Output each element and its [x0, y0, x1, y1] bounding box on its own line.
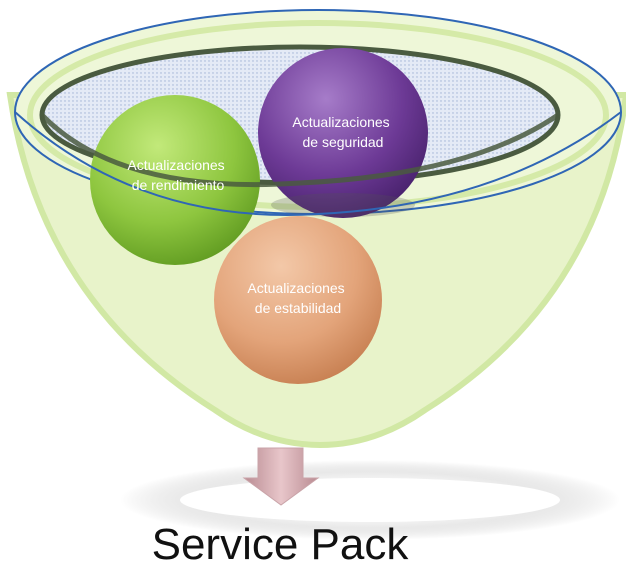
- label-rendimiento-line2: de rendimiento: [132, 177, 225, 193]
- label-estabilidad: Actualizaciones de estabilidad: [247, 280, 348, 316]
- label-estabilidad-line2: de estabilidad: [255, 300, 341, 316]
- down-arrow-icon: [242, 447, 320, 506]
- label-rendimiento-line1: Actualizaciones: [127, 157, 224, 173]
- funnel-rim-front: [40, 112, 560, 188]
- label-rendimiento: Actualizaciones de rendimiento: [127, 157, 228, 193]
- label-seguridad-line2: de seguridad: [303, 134, 384, 150]
- circle-seguridad: [258, 48, 428, 218]
- base-shadow-inner: [180, 478, 560, 522]
- circle-seguridad-shadow: [271, 193, 415, 217]
- funnel-rim-front-blue: [14, 111, 622, 216]
- output-label: Service Pack: [152, 520, 410, 566]
- label-seguridad-line1: Actualizaciones: [292, 114, 389, 130]
- label-estabilidad-line1: Actualizaciones: [247, 280, 344, 296]
- circle-estabilidad: [214, 216, 382, 384]
- label-seguridad: Actualizaciones de seguridad: [292, 114, 393, 150]
